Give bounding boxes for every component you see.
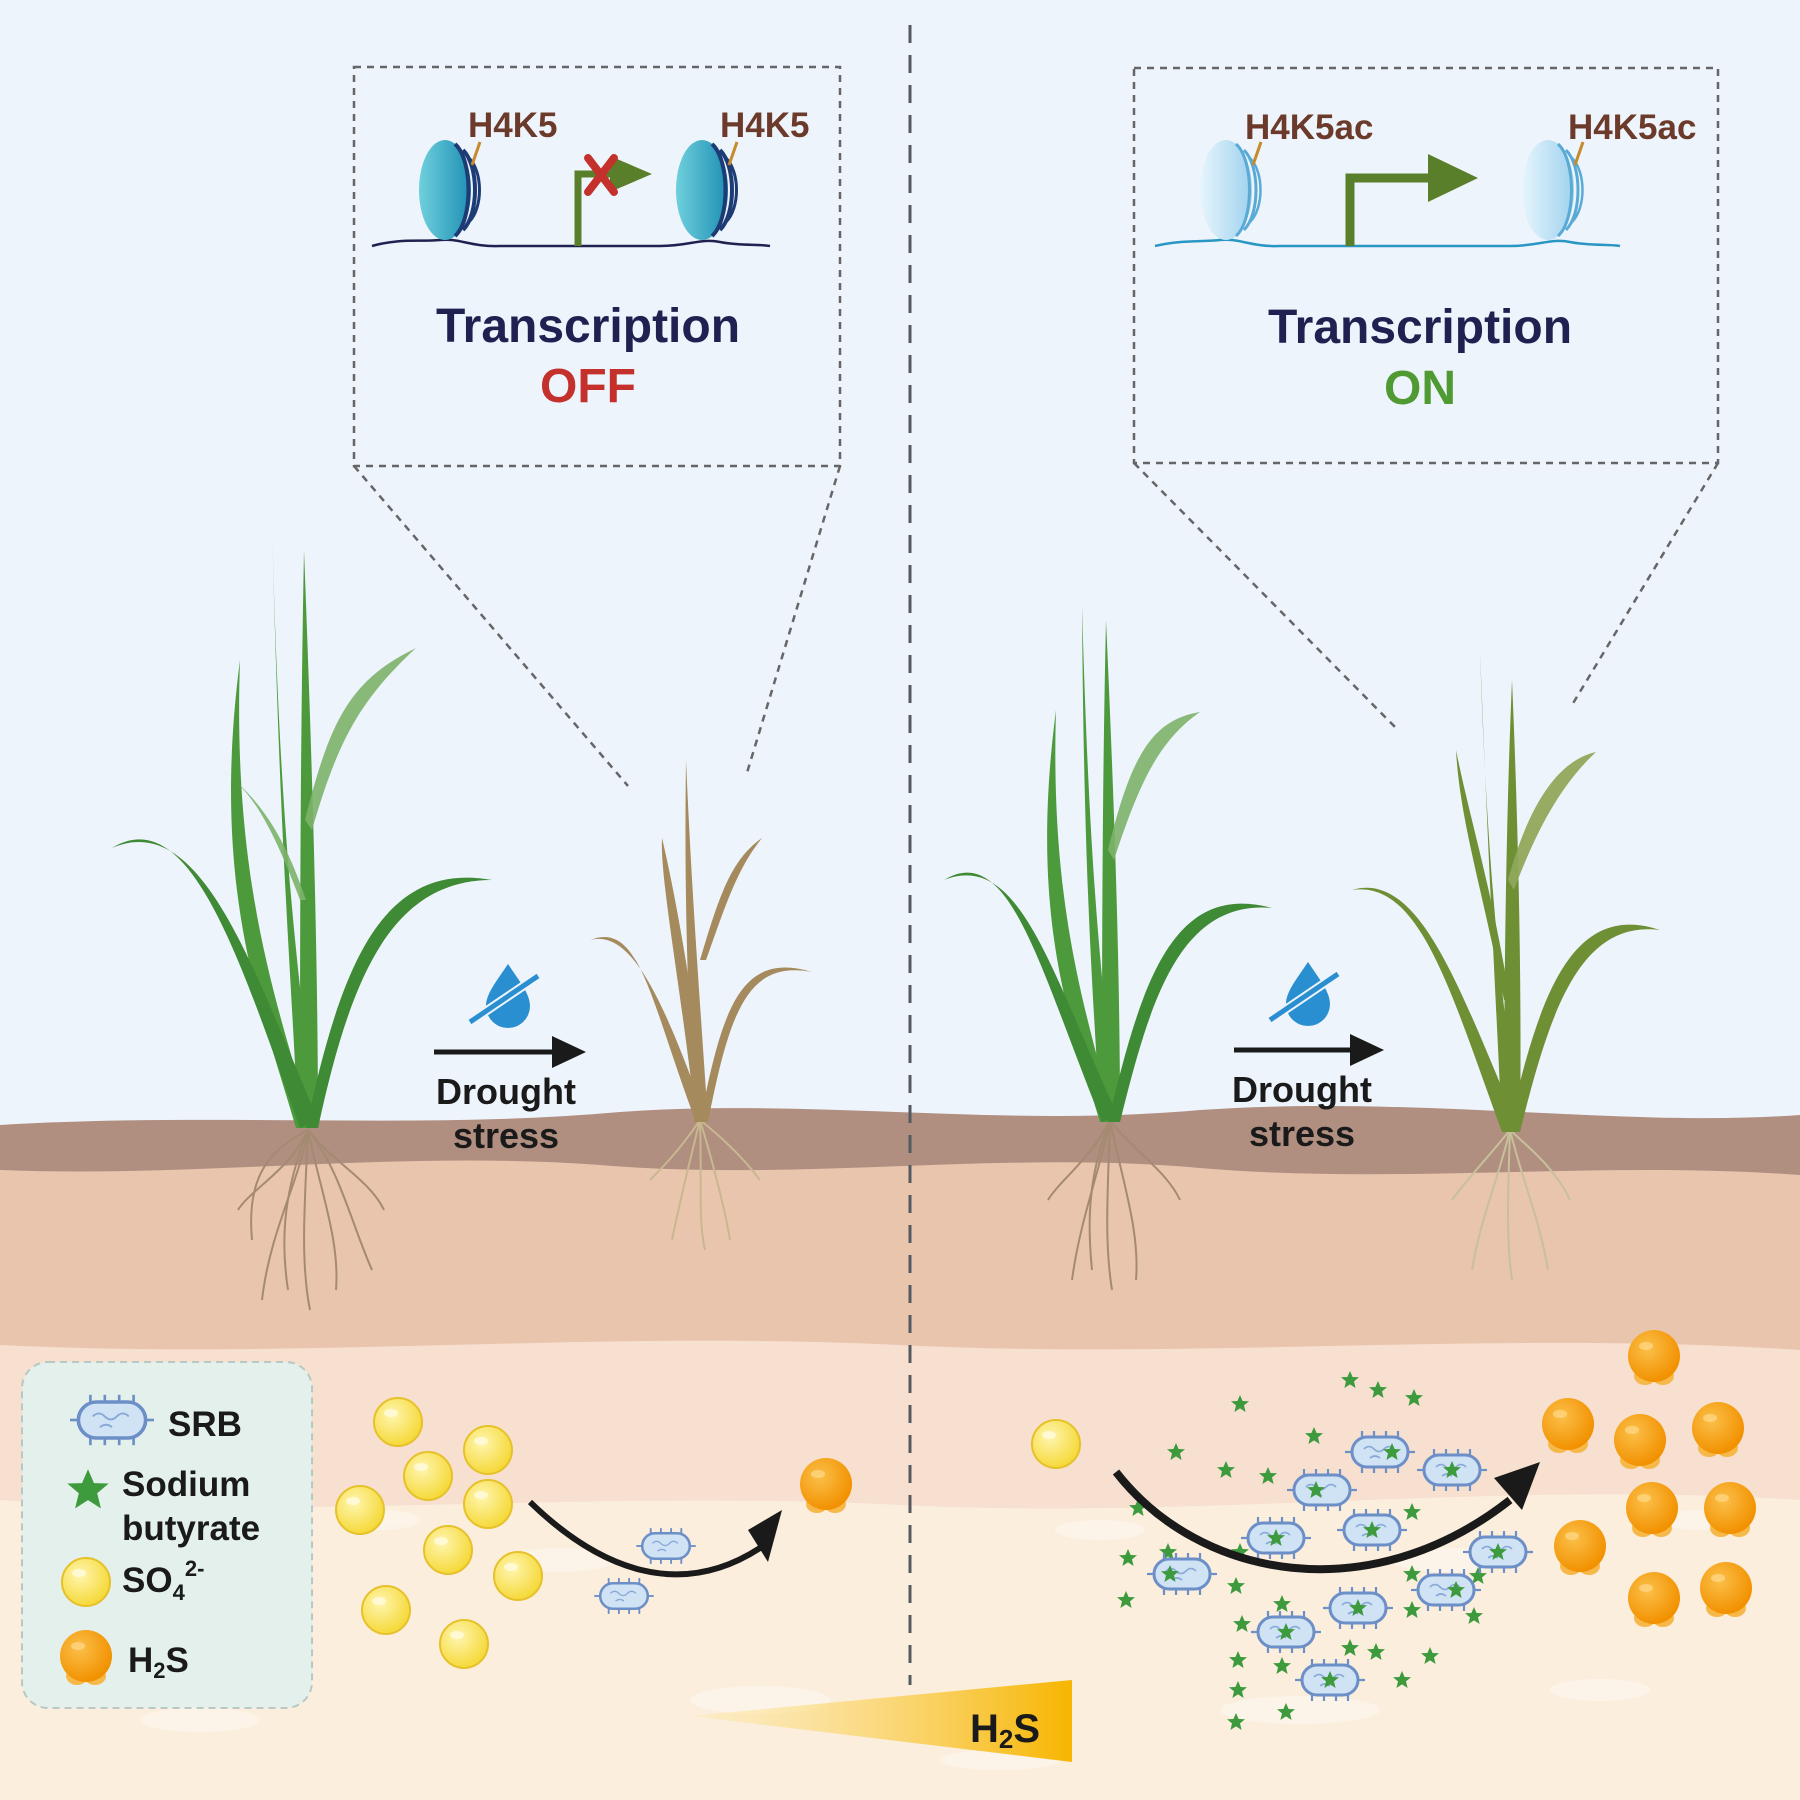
- rice-plant-icon: [590, 760, 812, 1251]
- h2s-ball-icon: [800, 1458, 852, 1513]
- dna-strand-on: [1154, 238, 1621, 248]
- legend-sulfate-label: SO42-: [122, 1556, 204, 1605]
- rice-plant-icon: [1352, 650, 1660, 1281]
- histone-tail: [1573, 141, 1585, 166]
- transcription-label: Transcription: [1268, 301, 1572, 354]
- h2s-ball-icon: [60, 1630, 112, 1685]
- h2s-ball-icon: [1628, 1330, 1680, 1385]
- left-conversion-arrow: [527, 1499, 762, 1578]
- sky-background: [0, 0, 1800, 1130]
- left-conversion-arrow-head: [748, 1510, 782, 1562]
- histone-tail: [727, 141, 739, 166]
- left-drought-stress: Drought stress: [434, 964, 586, 1156]
- h2s-gradient-label: H2S: [970, 1707, 1040, 1754]
- h2s-ball-icon: [1704, 1482, 1756, 1537]
- drought-arrow-head: [552, 1036, 586, 1068]
- legend-butyrate-label: butyrate: [122, 1509, 260, 1548]
- h2s-gradient-wedge: [690, 1680, 1072, 1762]
- legend-butyrate-label: Sodium: [122, 1465, 250, 1504]
- histone-mark-label: H4K5: [468, 106, 557, 145]
- drought-stress-label: Drought: [1232, 1069, 1372, 1110]
- h2s-ball-icon: [1692, 1402, 1744, 1457]
- transcription-state-off: OFF: [540, 360, 636, 413]
- h2s-ball-icon: [1614, 1414, 1666, 1469]
- legend-h2s-label: H2S: [128, 1641, 189, 1683]
- drought-stress-label: stress: [453, 1115, 559, 1156]
- sulfate-ball-icon: [373, 1397, 423, 1447]
- h2s-ball-icon: [1700, 1562, 1752, 1617]
- sulfate-ball-icon: [463, 1425, 513, 1475]
- right-zoom-box: H4K5ac H4K5ac Transcription ON: [1132, 66, 1720, 731]
- drought-stress-label: stress: [1249, 1113, 1355, 1154]
- soil-mid-layer: [0, 1160, 1800, 1350]
- right-drought-stress: Drought stress: [1232, 962, 1384, 1154]
- sulfate-ball-icon: [439, 1619, 489, 1669]
- rice-plant-icon: [112, 520, 492, 1311]
- transcription-label: Transcription: [436, 300, 740, 353]
- sulfate-ball-icon: [493, 1551, 543, 1601]
- transcription-state-on: ON: [1384, 362, 1456, 415]
- sulfate-ball-icon: [423, 1525, 473, 1575]
- dna-strand-off: [371, 238, 771, 248]
- drought-arrow-head: [1350, 1034, 1384, 1066]
- h2s-ball-icon: [1542, 1398, 1594, 1453]
- legend: SRB Sodium butyrate SO42- H2S: [21, 1361, 313, 1709]
- histone-mark-label: H4K5ac: [1568, 108, 1696, 147]
- transcription-start-arrow-icon: [1345, 154, 1478, 246]
- histone-tail: [1251, 141, 1263, 166]
- right-conversion-arrow: [1112, 1469, 1513, 1574]
- rice-plant-icon: [944, 605, 1272, 1291]
- soil-top-layer: [0, 1106, 1800, 1175]
- sulfate-ball-icon: [361, 1585, 411, 1635]
- sulfate-ball-icon: [61, 1557, 111, 1607]
- h2s-ball-icon: [1626, 1482, 1678, 1537]
- histone-mark-label: H4K5ac: [1245, 108, 1373, 147]
- left-zoom-box: H4K5 H4K5 Transcription OFF: [352, 65, 842, 787]
- drought-stress-label: Drought: [436, 1071, 576, 1112]
- sulfate-ball-icon: [1031, 1419, 1081, 1469]
- histone-tail: [470, 141, 482, 166]
- sulfate-ball-icon: [403, 1451, 453, 1501]
- legend-box: [21, 1361, 313, 1709]
- sulfate-ball-icon: [463, 1479, 513, 1529]
- right-conversion-arrow-head: [1494, 1462, 1540, 1510]
- legend-srb-label: SRB: [168, 1405, 242, 1444]
- h2s-ball-icon: [1628, 1572, 1680, 1627]
- histone-mark-label: H4K5: [720, 106, 809, 145]
- h2s-ball-icon: [1554, 1520, 1606, 1575]
- sulfate-ball-icon: [335, 1485, 385, 1535]
- blocked-x-icon: [584, 154, 618, 196]
